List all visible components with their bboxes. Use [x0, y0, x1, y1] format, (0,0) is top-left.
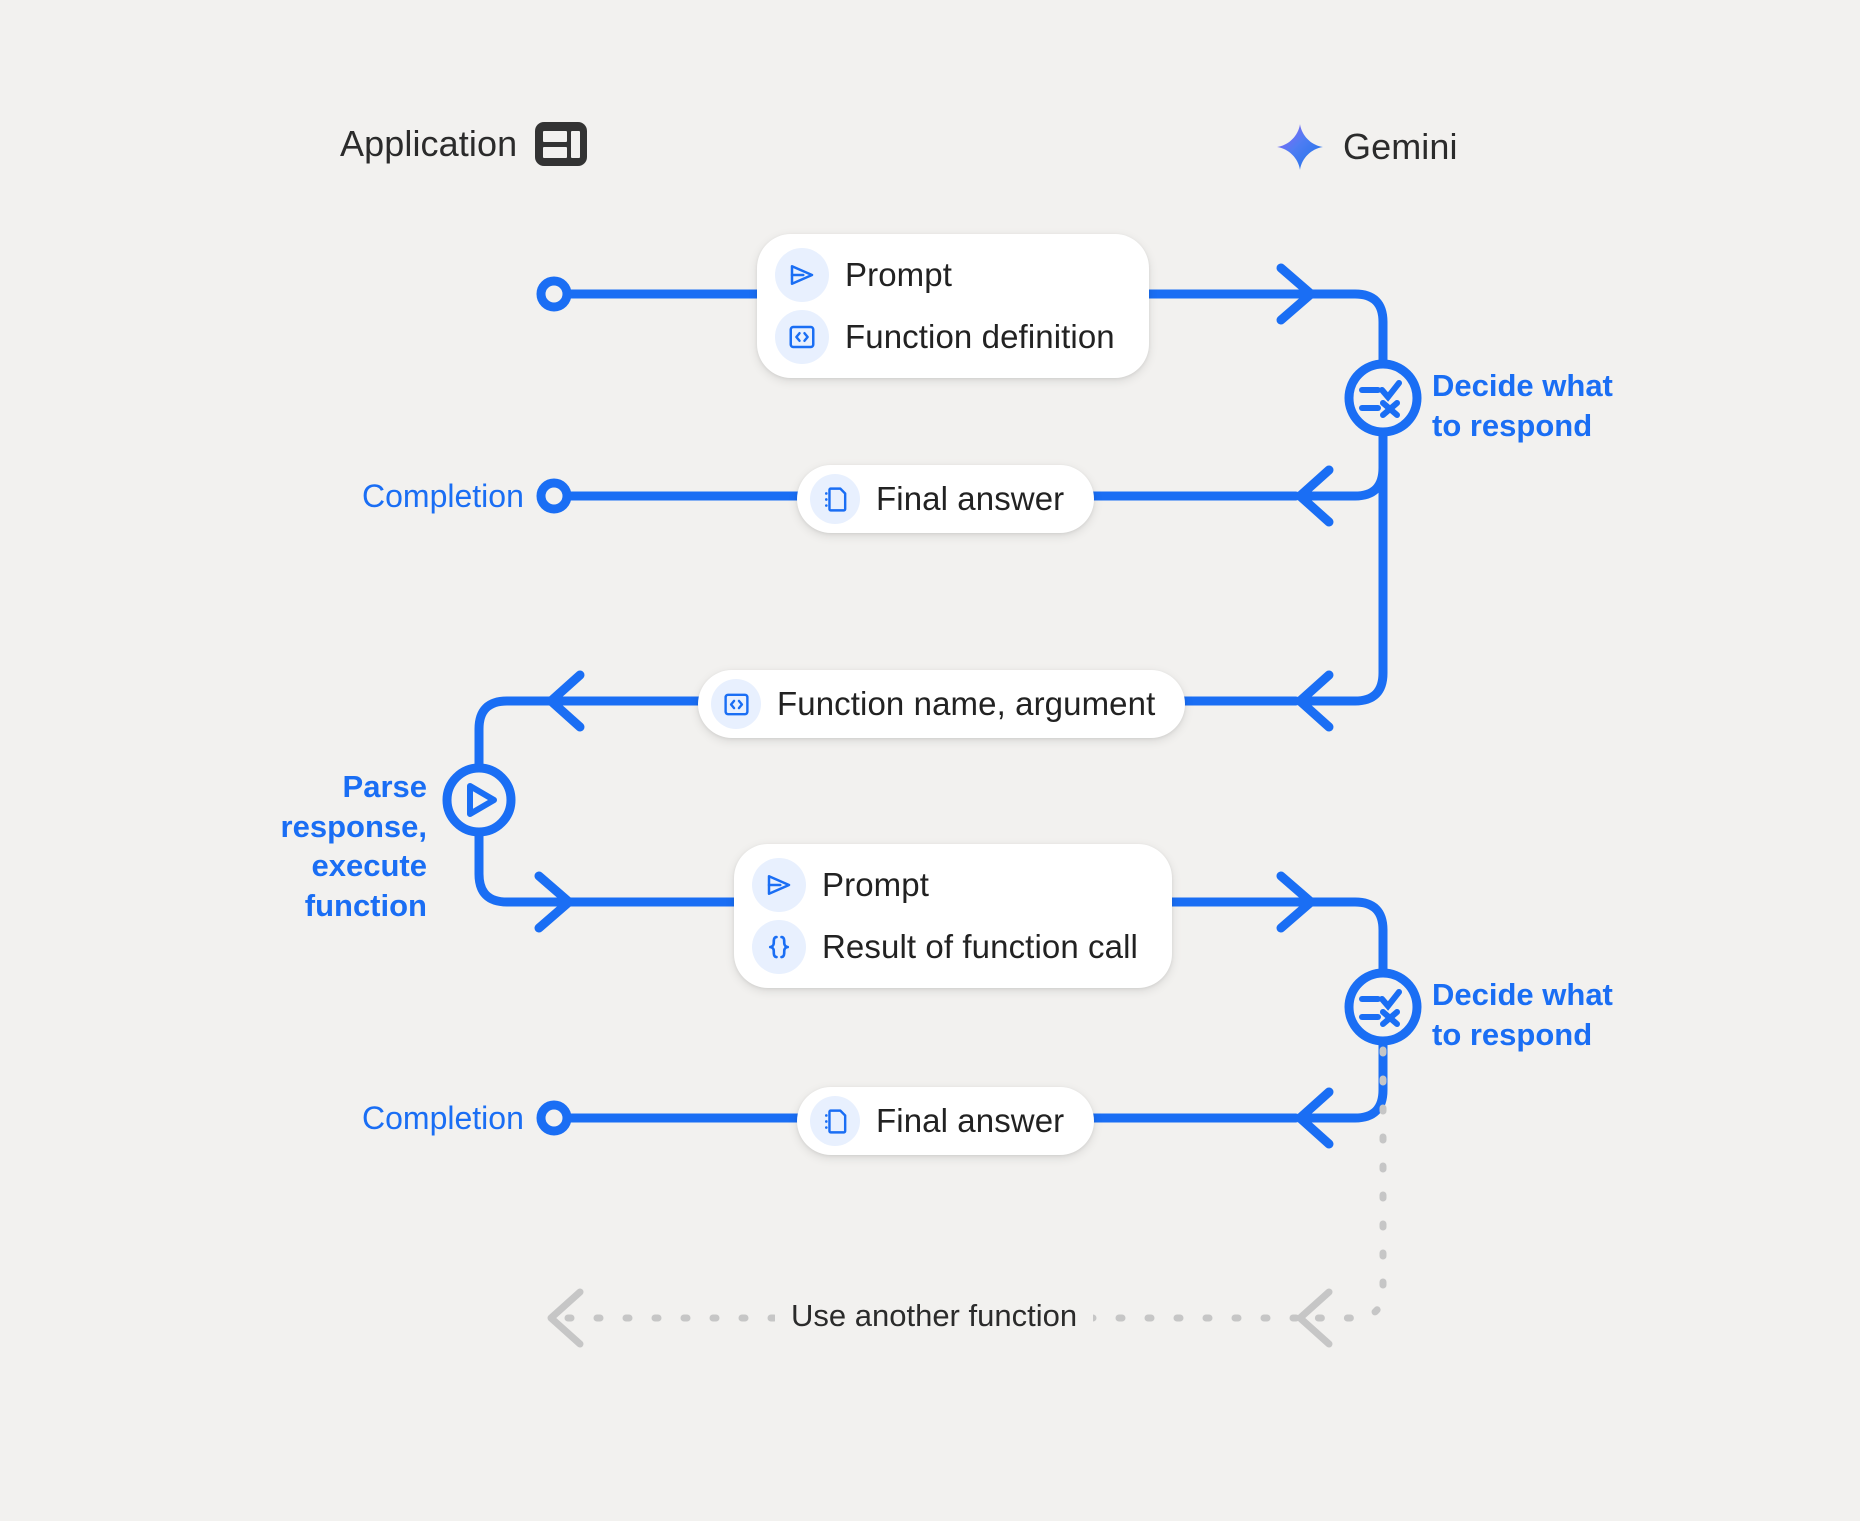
message-card-prompt-function-definition[interactable]: Prompt Function definition [757, 234, 1149, 378]
label-completion-2: Completion [362, 1100, 524, 1136]
wire-decide1-down [1303, 415, 1388, 706]
actor-gemini-label: Gemini [1343, 126, 1458, 167]
card-row: Function name, argument [711, 679, 1155, 729]
card-row: Final answer [810, 474, 1064, 524]
message-card-function-name-argument[interactable]: Function name, argument [698, 670, 1186, 738]
card-row: Function definition [775, 310, 1115, 364]
document-icon [810, 1096, 860, 1146]
card-row-label: Result of function call [822, 928, 1138, 965]
send-prompt-icon [752, 858, 806, 912]
node-completion-1-circle [536, 478, 572, 514]
wire-decide1-to-final1 [1303, 415, 1388, 501]
card-row-label: Function name, argument [777, 685, 1156, 722]
wire-gemini-into-decide1 [1303, 289, 1388, 382]
decision-checklist-icon-1 [1344, 359, 1422, 437]
wire-app-into-parse [474, 696, 571, 783]
curly-braces-icon [752, 920, 806, 974]
document-icon [810, 474, 860, 524]
arrowhead-left-3 [546, 670, 585, 732]
card-row: Prompt [752, 858, 1138, 912]
application-dashboard-icon [535, 122, 588, 166]
card-row: Result of function call [752, 920, 1138, 974]
dashed-loopback-vertical [1304, 1046, 1387, 1322]
card-row-label: Prompt [822, 866, 929, 903]
send-prompt-icon [775, 248, 829, 302]
card-row: Prompt [775, 248, 1115, 302]
arrowhead-dashed-left [547, 1288, 584, 1348]
node-start-circle [536, 276, 572, 312]
wire-parse-down-out [474, 817, 571, 907]
card-row-label: Final answer [876, 1102, 1065, 1139]
gemini-sparkle-icon [1275, 122, 1325, 172]
annotation-decide-what-to-respond-1: Decide what to respond [1432, 368, 1613, 443]
actor-application: Application [340, 122, 588, 166]
label-completion-1: Completion [362, 478, 524, 514]
card-row: Final answer [810, 1096, 1064, 1146]
arrowhead-right-2 [534, 871, 574, 933]
wire-gemini-into-decide2 [1303, 897, 1388, 991]
wire-decide2-to-final2 [1303, 1024, 1388, 1123]
arrowhead-right-3 [1276, 871, 1316, 933]
arrowhead-right-1 [1276, 263, 1316, 325]
card-row-label: Prompt [845, 256, 952, 293]
code-brackets-icon [775, 310, 829, 364]
annotation-decide-what-to-respond-2: Decide what to respond [1432, 977, 1613, 1052]
node-completion-2-circle [536, 1100, 572, 1136]
arrowhead-dashed-right [1296, 1288, 1333, 1348]
annotation-parse-response-execute-function: Parse response, execute function [280, 769, 427, 924]
card-row-label: Final answer [876, 480, 1065, 517]
play-execute-icon [442, 763, 516, 837]
decision-checklist-icon-2 [1344, 968, 1422, 1046]
message-card-final-answer-1[interactable]: Final answer [797, 465, 1095, 533]
actor-application-label: Application [340, 123, 518, 164]
message-card-prompt-result-of-function-call[interactable]: Prompt Result of function call [734, 844, 1172, 988]
code-brackets-icon [711, 679, 761, 729]
card-row-label: Function definition [845, 318, 1115, 355]
actor-gemini: Gemini [1275, 122, 1458, 172]
label-use-another-function: Use another function [775, 1298, 1094, 1334]
message-card-final-answer-2[interactable]: Final answer [797, 1087, 1095, 1155]
